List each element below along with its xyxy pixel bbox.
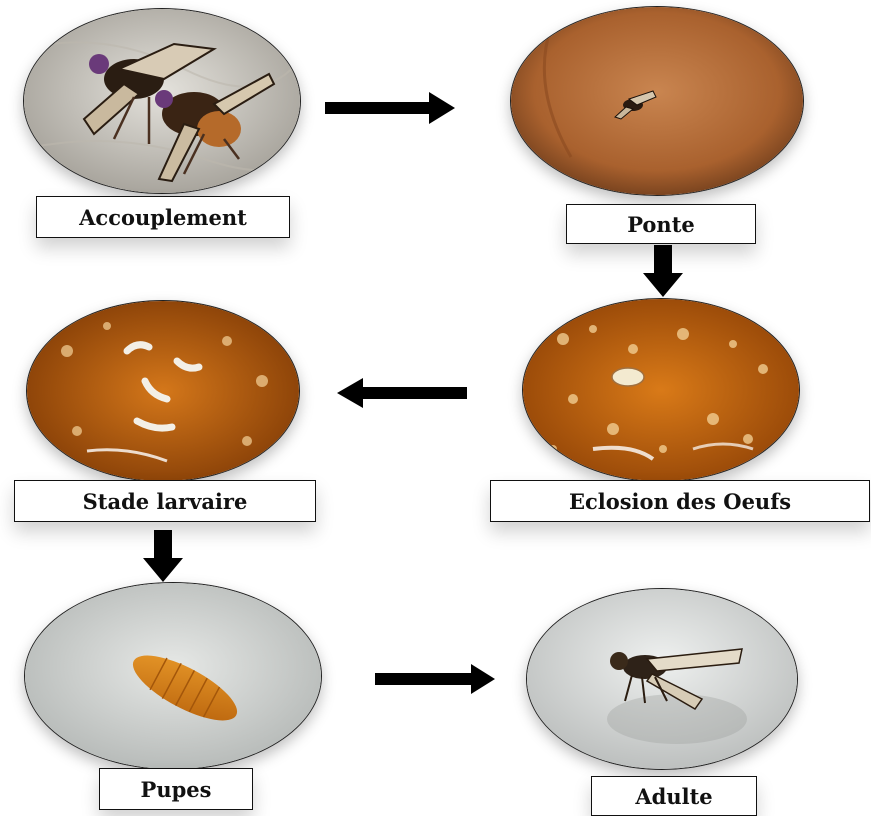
pupae-label: Pupes	[99, 768, 253, 810]
larval-photo	[26, 300, 300, 482]
adult-label: Adulte	[591, 776, 757, 816]
mating-photo	[23, 8, 301, 194]
down-arrow-icon	[143, 530, 183, 582]
pupae-photo	[24, 582, 322, 770]
hatching-photo	[522, 298, 800, 482]
hatching-label: Eclosion des Oeufs	[490, 480, 870, 522]
egg-laying-label: Ponte	[566, 204, 756, 244]
adult-photo	[526, 588, 798, 770]
egg-laying-photo	[510, 6, 804, 196]
right-arrow-icon	[325, 92, 455, 124]
right-arrow-icon	[375, 664, 495, 694]
down-arrow-icon	[643, 245, 683, 297]
larval-label: Stade larvaire	[14, 480, 316, 522]
mating-label: Accouplement	[36, 196, 290, 238]
left-arrow-icon	[337, 378, 467, 408]
